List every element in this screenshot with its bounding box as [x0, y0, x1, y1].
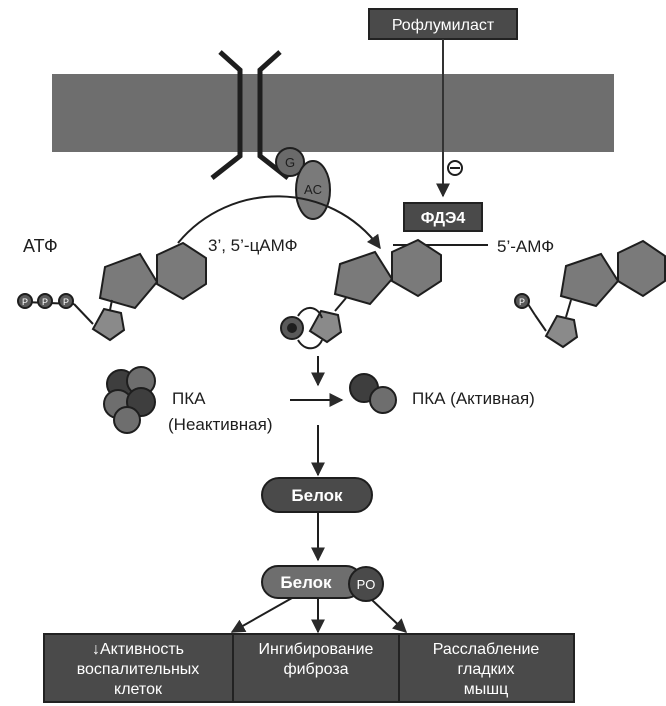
- cell-membrane: [52, 74, 614, 152]
- phosphate-label-3: P: [63, 297, 69, 307]
- roflumilast-box: Рофлумиласт: [368, 8, 518, 40]
- pde4-box: ФДЭ4: [403, 202, 483, 232]
- phosphate-label-2: P: [42, 297, 48, 307]
- effect-1-line-1: ↓Активность: [92, 641, 184, 658]
- receptor: [210, 50, 290, 180]
- pka-active-complex: [349, 373, 397, 414]
- phosphate-group-label: PO: [357, 577, 376, 592]
- pka-inactive-label-1: ПКА: [172, 389, 206, 408]
- g-protein: [275, 147, 305, 177]
- conversion-arrow: [177, 195, 381, 250]
- atp-molecule: [17, 241, 207, 342]
- effect-box-muscle: Расслабление гладких мышц: [398, 633, 575, 703]
- phosphate-group-icon: [348, 566, 384, 602]
- effect-2-line-2: фиброза: [283, 661, 348, 678]
- effect-box-fibrosis: Ингибирование фиброза: [232, 633, 400, 703]
- amp-label: 5’-АМФ: [497, 237, 554, 256]
- adenylate-cyclase-label: AC: [304, 182, 322, 197]
- effect-arrow-3: [371, 599, 408, 633]
- effect-3-line-1: Расслабление: [433, 641, 540, 658]
- amp-molecule: [514, 239, 666, 349]
- pka-active-label: ПКА (Активная): [412, 389, 535, 408]
- amp-phosphate-label: P: [519, 297, 525, 307]
- g-protein-label: G: [285, 155, 295, 170]
- effect-2-line-1: Ингибирование: [259, 641, 374, 658]
- phospho-protein-label: Белок: [280, 573, 332, 592]
- pka-inactive-label-2: (Неактивная): [168, 415, 273, 434]
- roflumilast-label: Рофлумиласт: [392, 17, 495, 34]
- pde4-label: ФДЭ4: [421, 210, 466, 227]
- effect-3-line-3: мышц: [464, 681, 509, 698]
- protein-label: Белок: [291, 486, 343, 505]
- pka-inactive-complex: [103, 366, 156, 434]
- effect-1-line-2: воспалительных: [77, 661, 200, 678]
- camp-molecule: [280, 238, 442, 350]
- effect-1-line-3: клеток: [114, 681, 163, 698]
- camp-label: 3’, 5’-цАМФ: [208, 236, 298, 255]
- effect-box-inflammation: ↓Активность воспалительных клеток: [43, 633, 234, 703]
- effect-3-line-2: гладких: [458, 661, 515, 678]
- effect-arrow-1: [230, 597, 293, 633]
- atp-label: АТФ: [23, 236, 58, 256]
- phosphate-label-1: P: [22, 297, 28, 307]
